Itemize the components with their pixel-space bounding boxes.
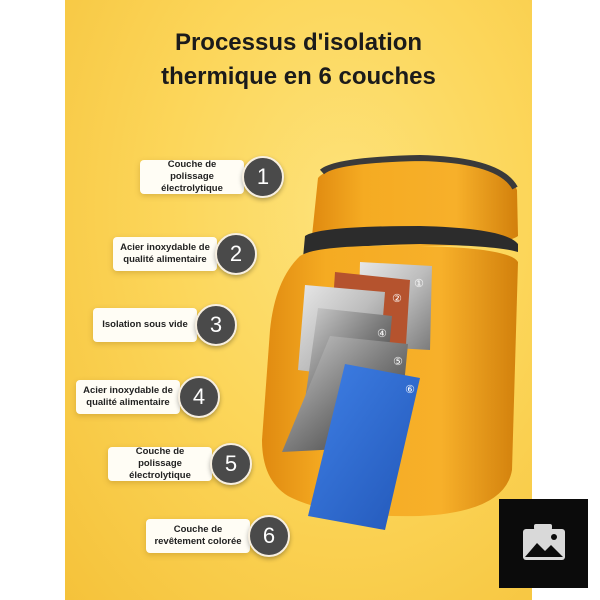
title-line-2: thermique en 6 couches bbox=[161, 63, 436, 90]
layer-6-coating bbox=[308, 364, 420, 530]
step-3-badge: 3 bbox=[195, 304, 237, 346]
step-4-badge: 4 bbox=[178, 376, 220, 418]
step-5-badge: 5 bbox=[210, 443, 252, 485]
layer-number-2: ② bbox=[392, 292, 402, 305]
jar-seal-ring bbox=[303, 226, 518, 258]
jar-lid bbox=[312, 154, 518, 246]
step-2-badge: 2 bbox=[215, 233, 257, 275]
step-1-badge: 1 bbox=[242, 156, 284, 198]
title-line-1: Processus d'isolation bbox=[174, 29, 423, 56]
step-3-label: Isolation sous vide bbox=[93, 308, 197, 342]
step-3: Isolation sous vide 3 bbox=[93, 304, 238, 346]
insulation-layers bbox=[282, 262, 432, 530]
layer-number-1: ① bbox=[414, 277, 424, 290]
layer-number-4: ④ bbox=[377, 327, 387, 340]
step-6-badge: 6 bbox=[248, 515, 290, 557]
page-title: Processus d'isolation thermique en 6 cou… bbox=[65, 26, 532, 94]
layer-number-6: ⑥ bbox=[405, 383, 415, 396]
layer-number-5: ⑤ bbox=[393, 355, 403, 368]
image-placeholder-icon bbox=[499, 499, 588, 588]
